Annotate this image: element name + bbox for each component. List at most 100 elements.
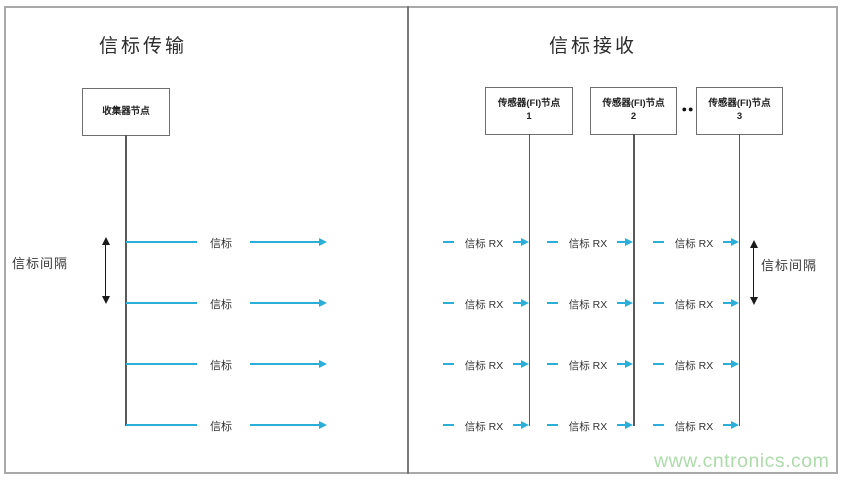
sensor2-timeline: [633, 134, 635, 426]
rx-arrow-line: [723, 424, 732, 426]
beacon-row-2: 信标: [126, 296, 327, 311]
collector-node-box: 收集器节点: [82, 88, 170, 136]
beacon-interval-arrow-right: [748, 240, 759, 305]
arrow-right-icon: [625, 237, 633, 246]
arrow-right-icon: [731, 298, 739, 307]
beacon-rx-s2-r1: 信标 RX: [547, 235, 633, 250]
beacon-rx-label: 信标 RX: [568, 298, 608, 311]
collector-timeline: [125, 135, 127, 426]
right-panel-title: 信标接收: [548, 35, 637, 57]
beacon-label: 信标: [210, 299, 232, 311]
beacon-arrow-line: [250, 424, 319, 426]
arrow-bar: [752, 245, 755, 300]
rx-dash-line: [547, 363, 558, 365]
beacon-arrow-line: [250, 302, 319, 304]
beacon-label: 信标: [210, 238, 232, 250]
beacon-rx-s1-r1: 信标 RX: [443, 235, 529, 250]
beacon-label: 信标: [210, 421, 232, 433]
beacon-rx-s2-r4: 信标 RX: [547, 418, 633, 433]
arrow-right-icon: [731, 359, 739, 368]
sensor-node-number: 3: [736, 111, 743, 122]
beacon-stem-line: [126, 363, 197, 365]
sensor-node-number: 1: [526, 111, 532, 122]
arrow-right-icon: [731, 237, 739, 246]
rx-dash-line: [653, 302, 664, 304]
rx-arrow-line: [513, 302, 522, 304]
beacon-rx-s1-r4: 信标 RX: [443, 418, 529, 433]
beacon-rx-label: 信标 RX: [464, 420, 504, 433]
rx-arrow-line: [723, 363, 732, 365]
arrow-right-icon: [319, 420, 327, 429]
sensor3-timeline: [738, 134, 740, 426]
beacon-row-4: 信标: [126, 418, 327, 433]
collector-node-label: 收集器节点: [102, 105, 150, 117]
beacon-rx-label: 信标 RX: [674, 298, 714, 311]
sensor-node-label-line1: 传感器(FI)节点: [497, 98, 561, 110]
arrow-right-icon: [625, 298, 633, 307]
rx-dash-line: [443, 363, 454, 365]
beacon-rx-s2-r2: 信标 RX: [547, 296, 633, 311]
beacon-label: 信标: [210, 360, 232, 372]
rx-dash-line: [547, 302, 558, 304]
sensor-node-box-3: 传感器(FI)节点 3: [696, 87, 783, 135]
beacon-interval-label-left: 信标间隔: [12, 257, 69, 272]
sensor-node-box-2: 传感器(FI)节点 2: [590, 87, 677, 135]
arrow-right-icon: [319, 237, 327, 246]
sensor-node-label: 传感器(FI)节点 3: [708, 98, 770, 124]
arrow-right-icon: [521, 237, 529, 246]
beacon-rx-label: 信标 RX: [464, 237, 504, 250]
rx-arrow-line: [723, 302, 732, 304]
arrow-up-icon: [101, 237, 110, 245]
beacon-stem-line: [126, 424, 197, 426]
beacon-interval-label-right: 信标间隔: [761, 259, 818, 274]
beacon-rx-label: 信标 RX: [568, 359, 608, 372]
sensor1-timeline: [528, 134, 530, 426]
rx-dash-line: [653, 424, 664, 426]
ellipsis-dots-icon: ●●: [681, 104, 695, 114]
arrow-up-icon: [749, 240, 758, 248]
rx-dash-line: [443, 424, 454, 426]
rx-dash-line: [653, 241, 664, 243]
beacon-rx-label: 信标 RX: [464, 298, 504, 311]
arrow-right-icon: [319, 359, 327, 368]
watermark-text: www.cntronics.com: [654, 450, 830, 472]
rx-arrow-line: [513, 424, 522, 426]
beacon-arrow-line: [250, 363, 319, 365]
sensor-node-label: 传感器(FI)节点 2: [602, 98, 664, 124]
rx-arrow-line: [617, 363, 626, 365]
sensor-node-box-1: 传感器(FI)节点 1: [485, 87, 573, 135]
rx-dash-line: [443, 241, 454, 243]
beacon-arrow-line: [250, 241, 319, 243]
rx-arrow-line: [723, 241, 732, 243]
beacon-interval-arrow-left: [100, 237, 111, 304]
beacon-row-3: 信标: [126, 357, 327, 372]
diagram-frame: [4, 6, 838, 474]
beacon-rx-s3-r1: 信标 RX: [653, 235, 739, 250]
beacon-rx-label: 信标 RX: [674, 237, 714, 250]
beacon-stem-line: [126, 241, 197, 243]
beacon-stem-line: [126, 302, 197, 304]
beacon-rx-label: 信标 RX: [568, 237, 608, 250]
beacon-rx-s3-r3: 信标 RX: [653, 357, 739, 372]
left-panel-title: 信标传输: [98, 35, 187, 57]
beacon-rx-label: 信标 RX: [674, 359, 714, 372]
beacon-rx-s1-r3: 信标 RX: [443, 357, 529, 372]
rx-arrow-line: [617, 424, 626, 426]
arrow-right-icon: [521, 420, 529, 429]
beacon-rx-s3-r2: 信标 RX: [653, 296, 739, 311]
sensor-node-label-line1: 传感器(FI)节点: [708, 98, 771, 110]
rx-arrow-line: [617, 302, 626, 304]
sensor-node-label-line1: 传感器(FI)节点: [602, 98, 665, 110]
rx-dash-line: [443, 302, 454, 304]
rx-dash-line: [653, 363, 664, 365]
arrow-right-icon: [625, 420, 633, 429]
rx-dash-line: [547, 241, 558, 243]
arrow-right-icon: [521, 359, 529, 368]
sensor-node-label: 传感器(FI)节点 1: [498, 98, 560, 124]
arrow-right-icon: [521, 298, 529, 307]
arrow-bar: [104, 242, 107, 299]
beacon-rx-label: 信标 RX: [464, 359, 504, 372]
arrow-right-icon: [731, 420, 739, 429]
arrow-down-icon: [101, 296, 110, 304]
